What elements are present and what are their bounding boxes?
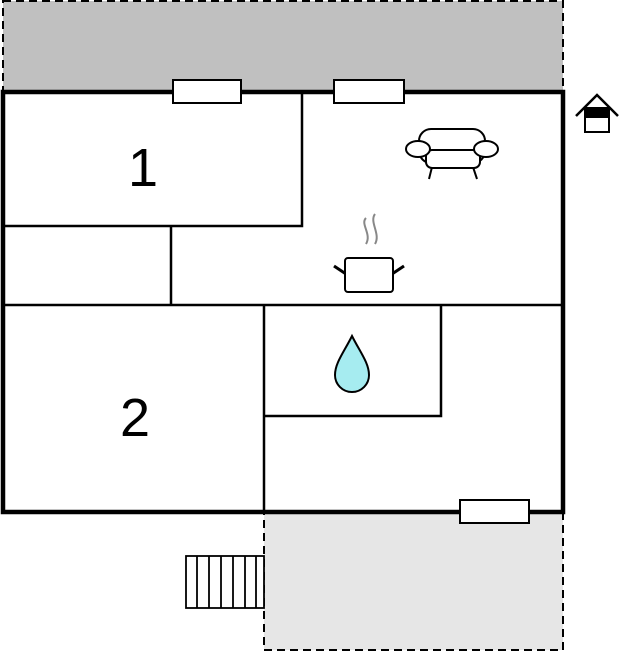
water-drop-icon	[333, 333, 371, 393]
terrace-bottom	[263, 511, 564, 651]
room-label-1: 1	[128, 138, 158, 198]
house-entrance-icon	[575, 93, 619, 133]
window-top-right	[333, 79, 405, 104]
exterior-walls	[0, 89, 566, 515]
cooking-pot-icon	[333, 213, 405, 293]
window-top-left	[172, 79, 242, 104]
stairs-icon	[185, 555, 265, 609]
interior-walls	[3, 92, 563, 512]
sofa-icon	[405, 128, 499, 180]
window-bottom	[459, 499, 530, 524]
room-label-2: 2	[120, 388, 150, 448]
terrace-top	[2, 0, 564, 93]
